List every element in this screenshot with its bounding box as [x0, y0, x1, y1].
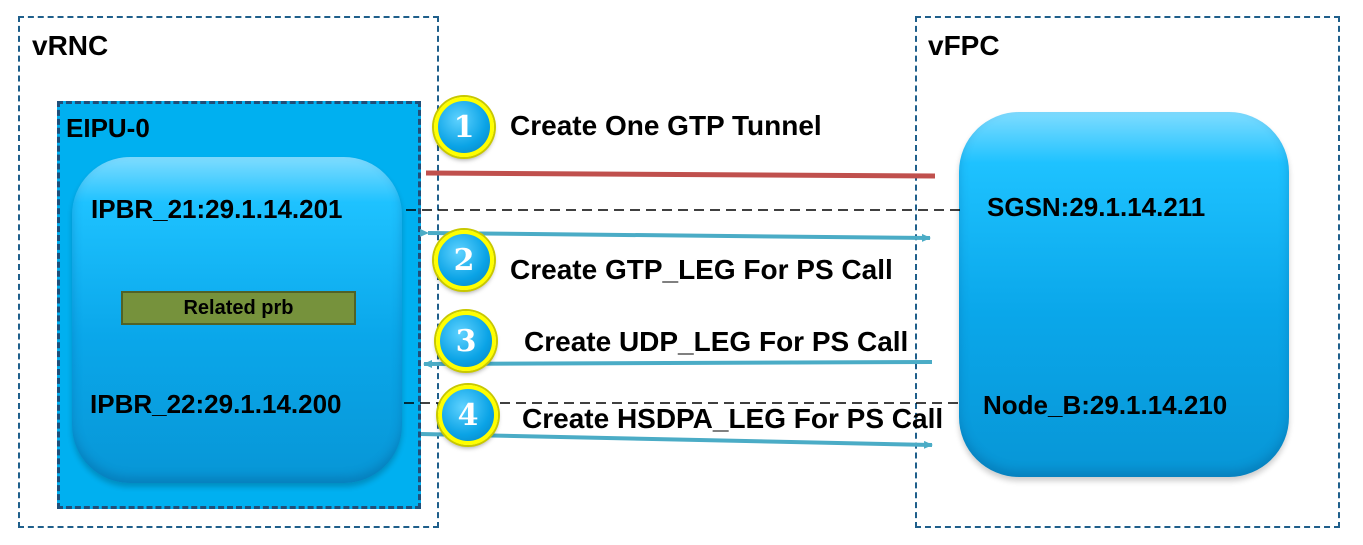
- gtp-leg-arrow: [419, 228, 931, 242]
- gtp-tunnel-line: [425, 170, 936, 179]
- vfpc-panel: [959, 112, 1289, 477]
- step-1-label: Create One GTP Tunnel: [510, 110, 822, 141]
- udp-leg-arrow: [423, 359, 933, 368]
- vrnc-label: vRNC: [32, 30, 109, 61]
- eipu-label: EIPU-0: [66, 113, 150, 143]
- ipbr-21-label: IPBR_21:29.1.14.201: [91, 194, 343, 224]
- step-2-badge: 2: [434, 230, 494, 290]
- step-2-label: Create GTP_LEG For PS Call: [510, 254, 893, 285]
- sgsn-label: SGSN:29.1.14.211: [987, 192, 1206, 222]
- step-3-label: Create UDP_LEG For PS Call: [524, 326, 909, 357]
- step-3-badge: 3: [436, 311, 496, 371]
- step-4-badge: 4: [438, 385, 498, 445]
- related-prb-box: Related prb: [121, 291, 356, 325]
- hsdpa-leg-arrow: [420, 432, 933, 449]
- node-b-label: Node_B:29.1.14.210: [983, 390, 1228, 420]
- vfpc-label: vFPC: [928, 30, 1000, 61]
- step-4-label: Create HSDPA_LEG For PS Call: [522, 403, 944, 434]
- vfpc-container: [915, 16, 1340, 528]
- ipbr-22-label: IPBR_22:29.1.14.200: [90, 389, 342, 419]
- step-1-badge: 1: [434, 97, 494, 157]
